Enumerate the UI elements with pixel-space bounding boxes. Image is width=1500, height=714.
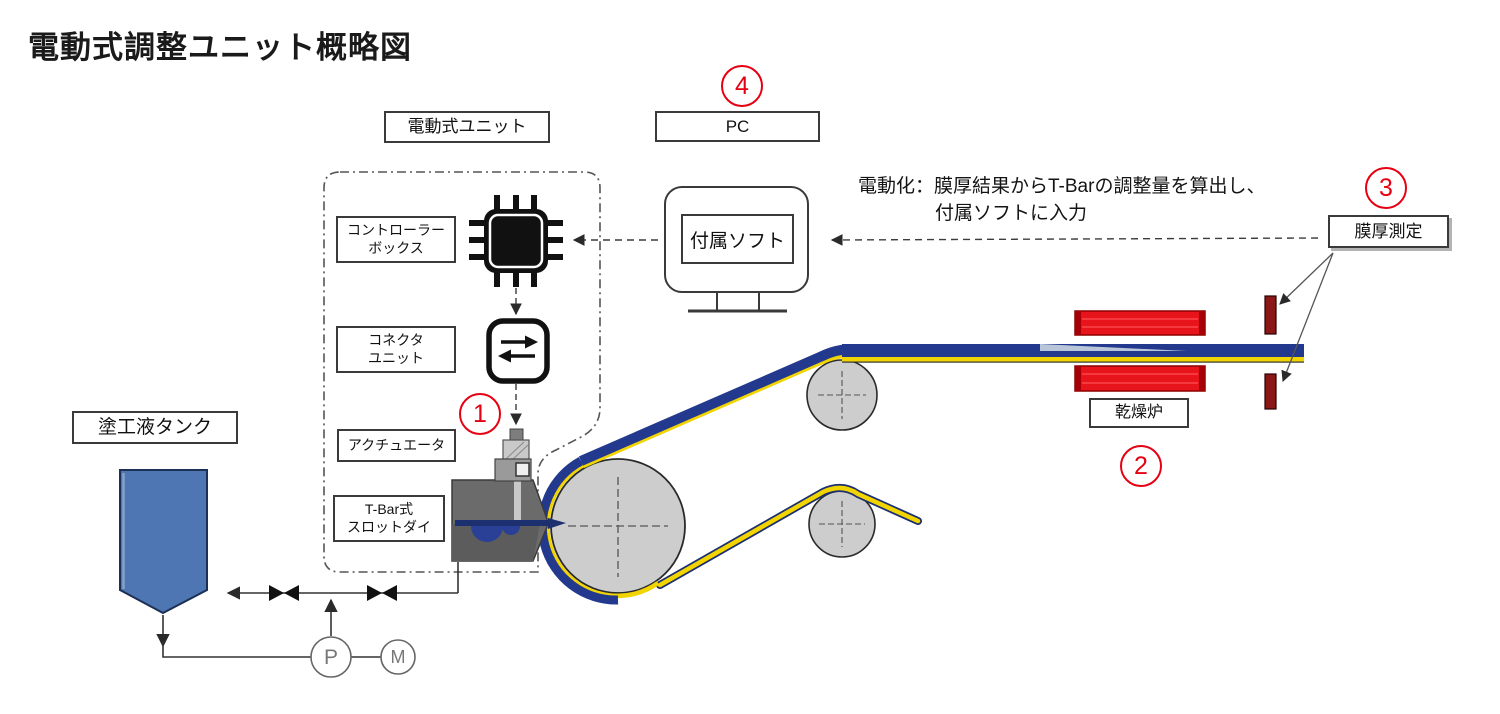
- web-incoming: [656, 484, 922, 589]
- dryer-heaters: [1074, 310, 1206, 392]
- label-connector-unit-line2: ユニット: [368, 349, 424, 366]
- pump-letter: P: [324, 646, 338, 669]
- label-connector-unit-line1: コネクタ: [368, 332, 424, 348]
- pump-symbol: P: [310, 636, 352, 678]
- coating-tank: [119, 469, 208, 615]
- motor-symbol: M: [380, 639, 416, 675]
- actuator-hardware: [494, 428, 532, 482]
- signal-lines: [510, 234, 1319, 426]
- marker-4: 4: [721, 65, 763, 107]
- annotation-line2: 付属ソフトに入力: [935, 203, 1088, 224]
- pc-monitor-screen: 付属ソフト: [681, 214, 794, 264]
- label-controller-box-line2: ボックス: [368, 239, 424, 256]
- label-tbar-die-line1: T-Bar式: [364, 501, 414, 517]
- web-wrap: [537, 457, 660, 605]
- marker-1: 1: [459, 393, 501, 435]
- thickness-sensors: [1264, 252, 1334, 410]
- valve-2: [367, 585, 397, 601]
- label-thickness-gauge: 膜厚測定: [1328, 215, 1449, 248]
- tbar-slot-die: [451, 479, 566, 562]
- marker-3: 3: [1365, 167, 1407, 209]
- connector-unit-icon: [486, 318, 550, 384]
- electric-unit-boundary: [323, 171, 601, 573]
- label-controller-box: コントローラー ボックス: [336, 216, 456, 263]
- label-software: 付属ソフト: [689, 230, 785, 252]
- label-dryer: 乾燥炉: [1089, 398, 1189, 428]
- idler-roller-bottom: [808, 490, 876, 558]
- label-connector-unit: コネクタ ユニット: [336, 326, 456, 373]
- backing-roller: [550, 458, 686, 594]
- piping: [156, 562, 459, 658]
- label-pc: PC: [655, 111, 820, 142]
- label-tbar-die-line2: スロットダイ: [347, 518, 431, 535]
- label-controller-box-line1: コントローラー: [347, 222, 445, 238]
- annotation-line1: 電動化：膜厚結果からT-Barの調整量を算出し、: [858, 176, 1266, 197]
- label-electric-unit: 電動式ユニット: [384, 111, 550, 143]
- motor-letter: M: [391, 647, 406, 667]
- web-coated: [579, 344, 1304, 469]
- label-tbar-die: T-Bar式 スロットダイ: [333, 495, 445, 542]
- monitor-stand: [688, 292, 787, 313]
- valve-1: [269, 585, 299, 601]
- label-coating-tank: 塗工液タンク: [72, 411, 238, 444]
- idler-roller-top: [806, 359, 878, 431]
- controller-chip-icon: [469, 195, 563, 287]
- label-actuator: アクチュエータ: [337, 429, 456, 462]
- page-title: 電動式調整ユニット概略図: [28, 30, 412, 65]
- marker-2: 2: [1120, 445, 1162, 487]
